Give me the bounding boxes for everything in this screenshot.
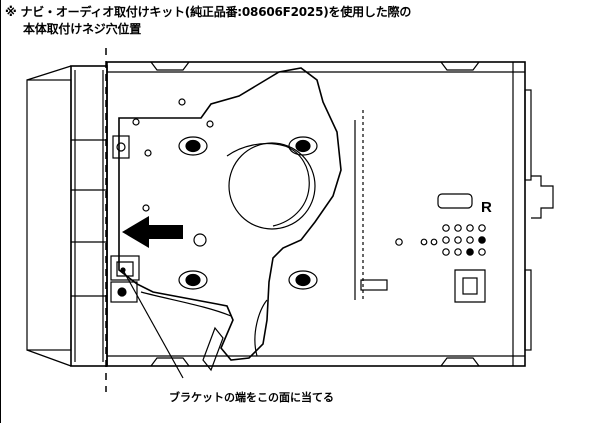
mounting-bracket xyxy=(118,67,342,361)
title-line-2: 本体取付けネジ穴位置 xyxy=(23,22,142,36)
unit-chassis xyxy=(106,61,554,367)
screw-hole-lower-right xyxy=(288,270,318,290)
bracket-round-cutout xyxy=(228,142,316,230)
front-bezel xyxy=(26,65,108,367)
rear-connectors xyxy=(360,193,486,303)
r-mark: R xyxy=(481,199,492,216)
bracket-edge-clips xyxy=(110,135,140,303)
rear-slot xyxy=(437,193,473,209)
title-line-1: ※ ナビ・オーディオ取付けキット(純正品番:08606F2025)を使用した際の xyxy=(5,5,412,19)
caption-text: ブラケットの端をこの面に当てる xyxy=(169,391,334,404)
diagram-title: ※ ナビ・オーディオ取付けキット(純正品番:08606F2025)を使用した際の… xyxy=(5,4,411,38)
screw-hole-upper-left xyxy=(178,136,208,156)
direction-arrow xyxy=(122,216,183,248)
screw-hole-upper-right xyxy=(288,136,318,156)
screw-hole-lower-left xyxy=(178,270,208,290)
caption-leader-line xyxy=(122,269,184,379)
